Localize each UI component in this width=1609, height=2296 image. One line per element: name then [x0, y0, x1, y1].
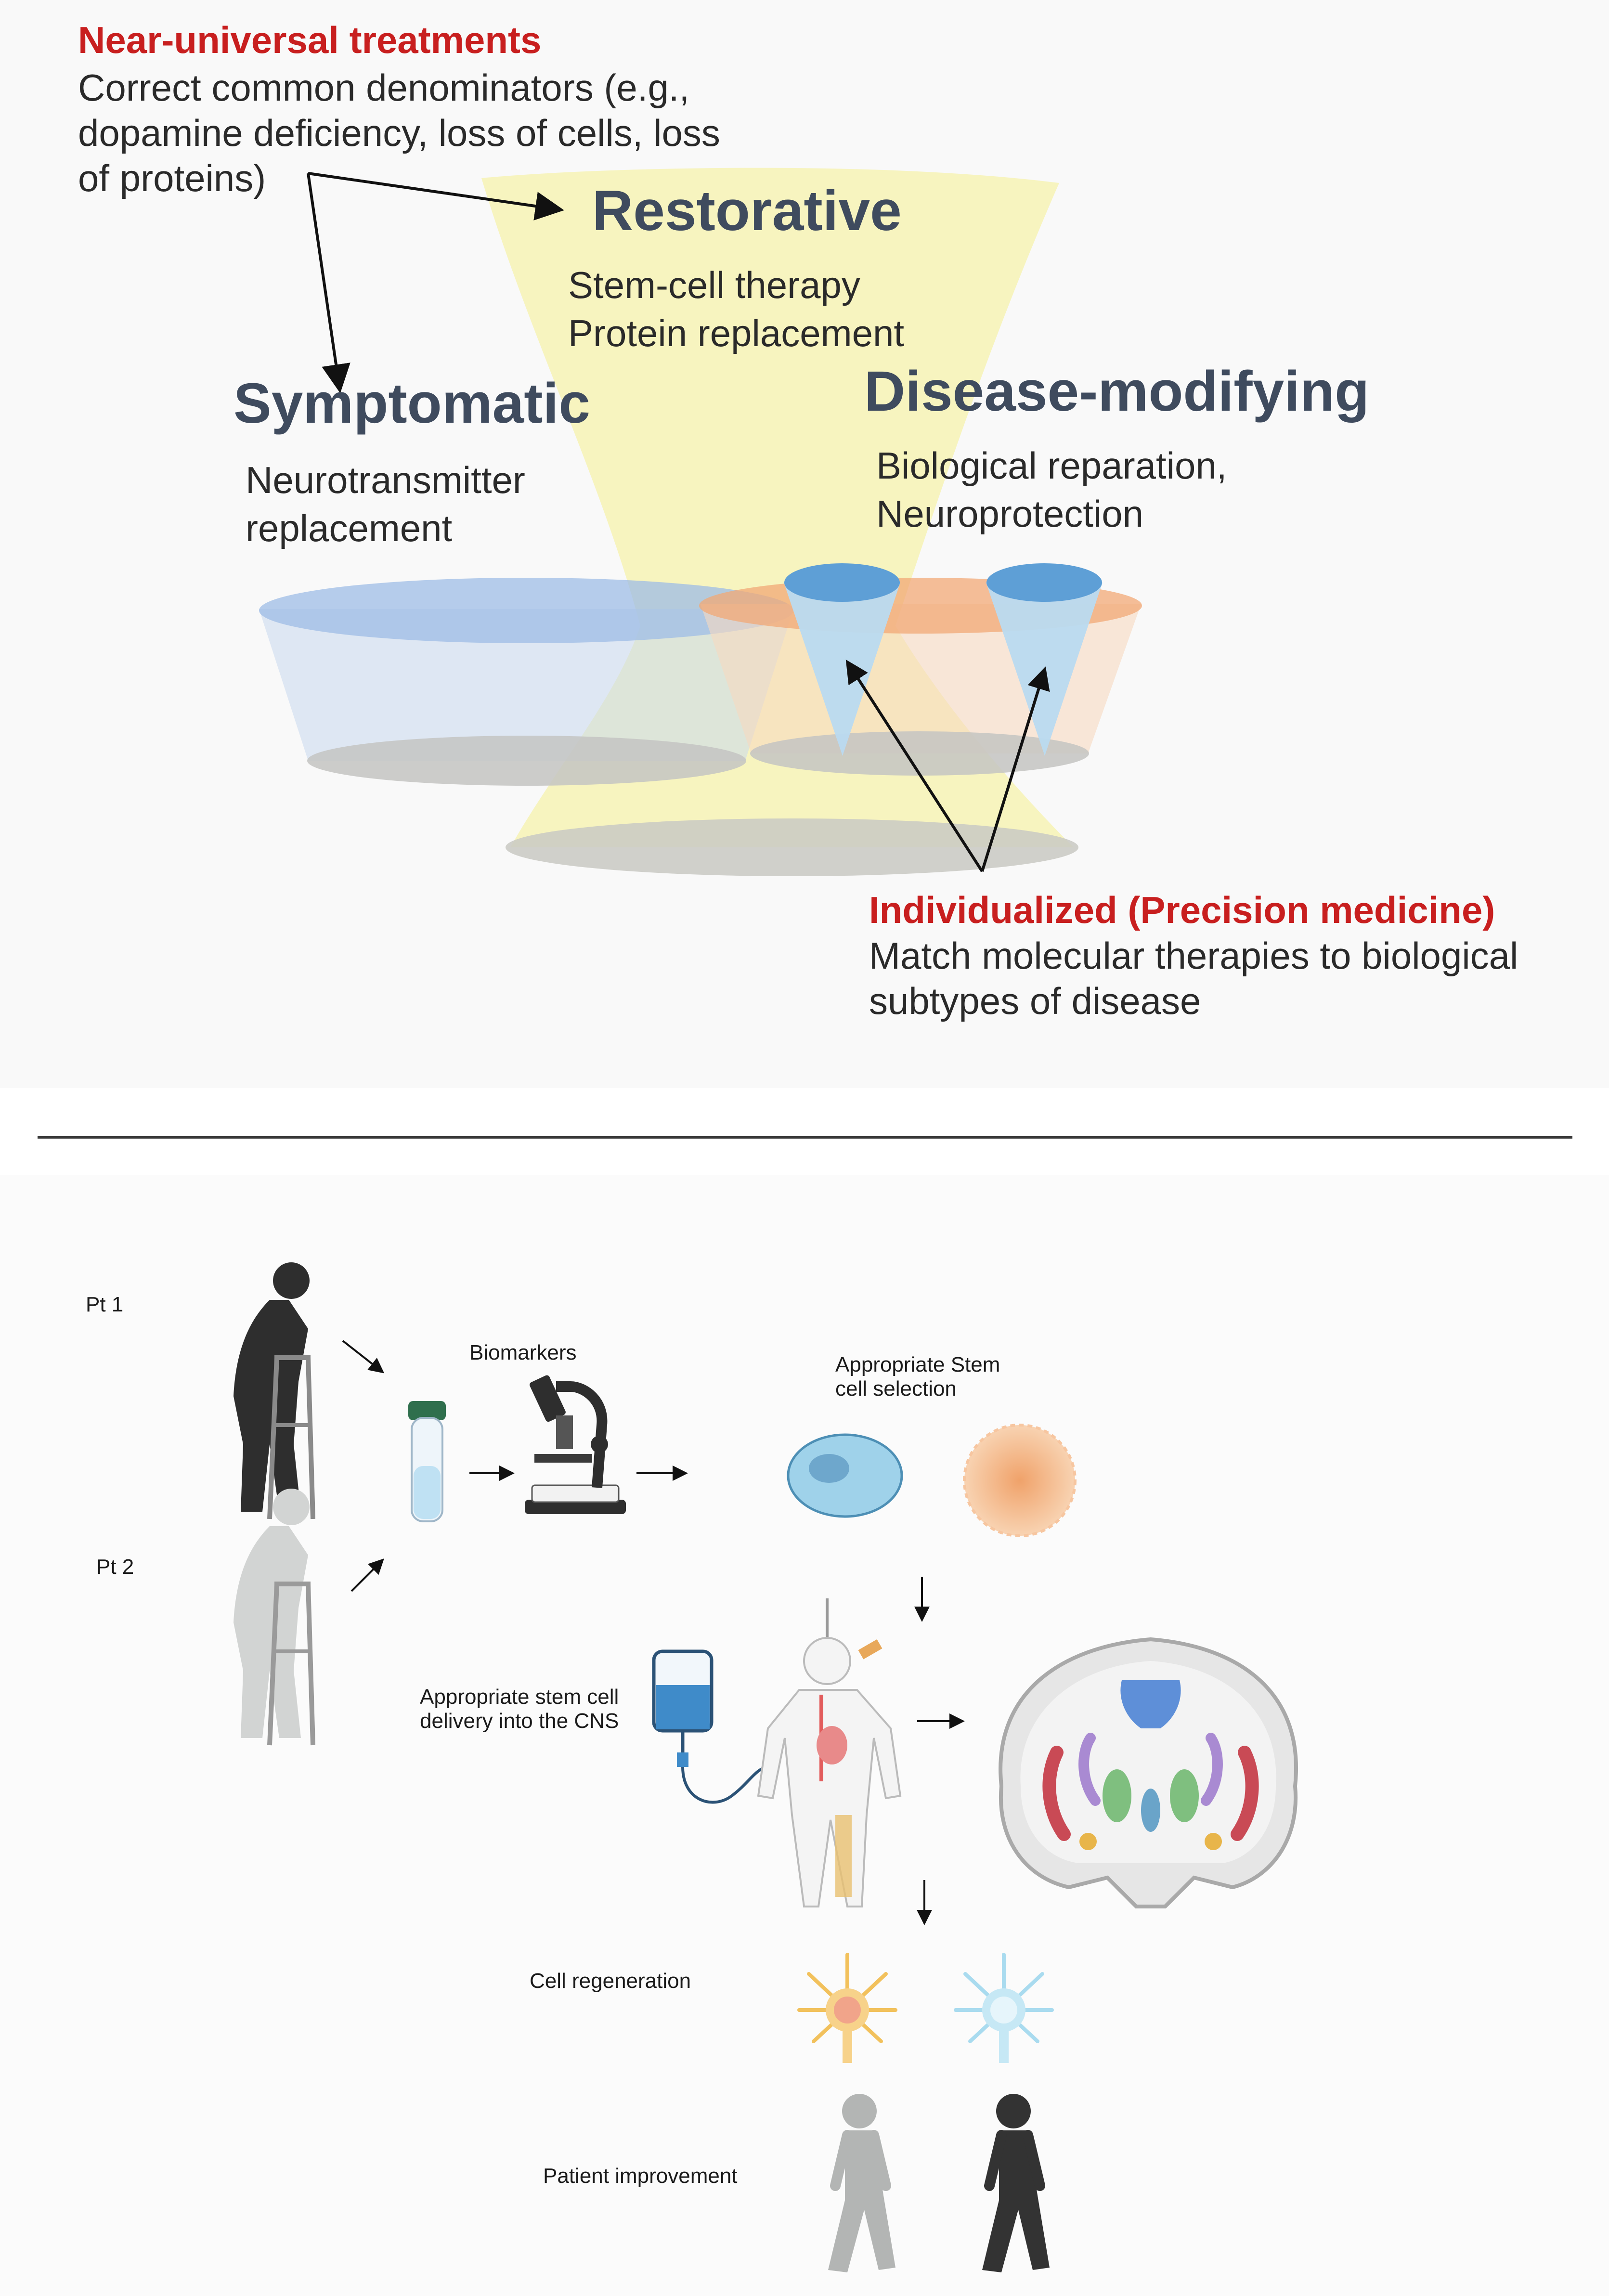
stem-cell-cluster-icon: [963, 1424, 1077, 1537]
section-divider: [38, 1136, 1572, 1139]
restorative-item-2: Protein replacement: [568, 312, 905, 354]
disease-modifying-item-1: Biological reparation,: [876, 444, 1227, 487]
symptomatic-item-2: replacement: [246, 507, 453, 549]
restorative-item-1: Stem-cell therapy: [568, 264, 860, 306]
microscope-icon: [525, 1375, 626, 1514]
cell-regeneration-label: Cell regeneration: [530, 1969, 691, 1993]
improved-patient-light-icon: [828, 2094, 895, 2272]
regenerated-neuron-orange-icon: [797, 1953, 897, 2063]
precision-cone-2-top: [986, 563, 1102, 602]
individualized-description: Match molecular therapies to biological …: [869, 934, 1518, 1022]
workflow-illustration: [234, 1262, 1298, 2272]
disease-modifying-item-2: Neuroprotection: [876, 493, 1143, 535]
precision-arrow-1: [845, 659, 984, 872]
individualized-title: Individualized (Precision medicine): [869, 889, 1495, 931]
patient-improvement-label: Patient improvement: [543, 2164, 738, 2188]
precision-stem-cell-workflow-panel: Pt 1 Pt 2 Biomarkers Appropriate Stem ce…: [0, 1175, 1609, 2296]
restorative-base: [506, 818, 1078, 876]
iv-bag-icon: [652, 1649, 771, 1804]
near-universal-arrow-symptomatic: [307, 173, 350, 393]
treatment-categories-panel: Near-universal treatments Correct common…: [0, 0, 1609, 1088]
near-universal-description: Correct common denominators (e.g., dopam…: [78, 66, 720, 199]
symptomatic-cone: [259, 609, 793, 761]
brain-coronal-section-icon: [999, 1637, 1298, 1908]
human-body-delivery-icon: [757, 1598, 902, 1907]
patient-2-arrow: [350, 1558, 384, 1592]
patient-1-arrow: [342, 1340, 385, 1374]
symptomatic-item-1: Neurotransmitter: [246, 459, 525, 501]
sample-tube-icon: [408, 1401, 446, 1522]
precision-cone-1-top: [784, 563, 900, 602]
biomarkers-label: Biomarkers: [469, 1341, 577, 1364]
disease-modifying-base: [750, 731, 1089, 776]
stem-cell-selection-label: Appropriate Stem cell selection: [835, 1353, 1000, 1401]
restorative-title: Restorative: [592, 179, 902, 243]
improved-patient-dark-icon: [982, 2094, 1050, 2272]
symptomatic-top: [259, 578, 793, 643]
regenerated-neuron-blue-icon: [954, 1953, 1054, 2063]
patient-1-walker-icon: [234, 1262, 315, 1519]
patient-1-label: Pt 1: [86, 1293, 124, 1316]
stem-cell-delivery-label: Appropriate stem cell delivery into the …: [420, 1685, 619, 1733]
symptomatic-base: [307, 736, 746, 786]
near-universal-arrow-restorative: [308, 172, 564, 221]
precision-cone-1: [784, 583, 900, 756]
symptomatic-title: Symptomatic: [234, 372, 590, 435]
treatment-cones-illustration: [259, 168, 1142, 876]
disease-modifying-title: Disease-modifying: [864, 360, 1370, 423]
patient-2-walker-icon: [234, 1489, 315, 1746]
stem-cell-icon: [787, 1433, 903, 1518]
patient-2-label: Pt 2: [96, 1555, 134, 1579]
near-universal-title: Near-universal treatments: [78, 19, 542, 61]
precision-arrow-2: [981, 666, 1050, 872]
